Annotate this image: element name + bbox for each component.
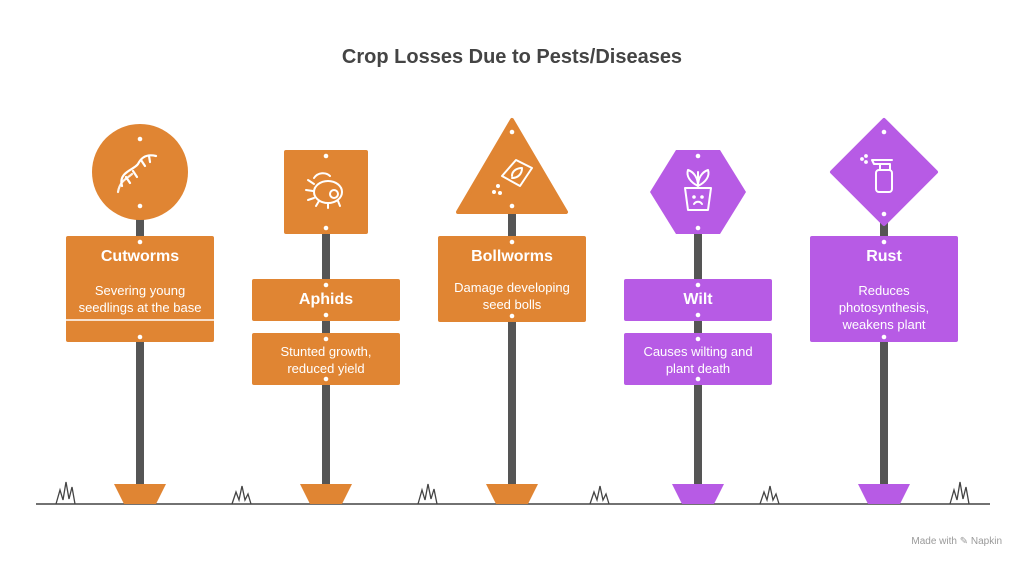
sign-shape-cutworms: [92, 124, 188, 220]
base-wilt: [672, 484, 724, 504]
pole-rust: [880, 220, 888, 496]
bolt-aphids-top: [323, 153, 329, 159]
bolt-aphids-bottom: [323, 225, 329, 231]
base-cutworms: [114, 484, 166, 504]
sign-label-bollworms: Bollworms: [471, 248, 553, 265]
worm-icon: [116, 154, 158, 194]
board-bollworms: [438, 236, 586, 322]
sign-shape-wilt: [650, 150, 746, 234]
grass-tufts: [55, 481, 970, 505]
sign-label-cutworms: Cutworms: [100, 248, 180, 265]
sign-shape-rust: [830, 118, 938, 226]
base-bollworms: [486, 484, 538, 504]
bolt-board-bollworms-bottom: [509, 313, 515, 319]
bolt-bollworms-top: [509, 129, 515, 135]
bolt-board-bollworms-top: [509, 239, 515, 245]
board-wilt-top: [624, 279, 772, 321]
sign-label-wilt: Wilt: [683, 291, 713, 308]
bolt-wilt-bottom: [695, 225, 701, 231]
bolt-cutworms-top: [137, 136, 143, 142]
board-cutworms: [66, 236, 214, 342]
board-aphids-bottom: [252, 333, 400, 385]
bolt-rust-bottom: [881, 211, 887, 217]
board-rust: [810, 236, 958, 342]
sign-desc-cutworms: Severing young seedlings at the base: [78, 283, 202, 315]
bolt-board-aphids-4: [323, 376, 329, 382]
bolt-board-aphids-2: [323, 312, 329, 318]
base-aphids: [300, 484, 352, 504]
sign-desc-bollworms: Damage developing seed bolls: [454, 280, 570, 312]
bolt-wilt-top: [695, 153, 701, 159]
sign-shape-aphids: [284, 150, 368, 234]
bolt-board-cutworms-bottom: [137, 334, 143, 340]
bolt-board-wilt-1: [695, 282, 701, 288]
base-rust: [858, 484, 910, 504]
aphid-icon: [305, 172, 343, 209]
spray-bottle-icon: [860, 154, 893, 193]
pole-bollworms: [508, 210, 516, 496]
bolt-board-wilt-4: [695, 376, 701, 382]
board-wilt-bottom: [624, 333, 772, 385]
bolt-board-wilt-3: [695, 336, 701, 342]
bolt-board-rust-bottom: [881, 334, 887, 340]
sign-desc-wilt: Causes wilting and plant death: [643, 344, 753, 376]
board-aphids-top: [252, 279, 400, 321]
page-title: Crop Losses Due to Pests/Diseases: [341, 46, 683, 68]
pole-cutworms: [136, 210, 144, 496]
bolt-board-wilt-2: [695, 312, 701, 318]
bolt-board-aphids-3: [323, 336, 329, 342]
bolt-board-rust-top: [881, 239, 887, 245]
wilted-plant-icon: [684, 169, 712, 211]
sign-desc-aphids: Stunted growth, reduced yield: [280, 344, 372, 376]
seed-bag-icon: [492, 159, 533, 195]
sign-desc-rust: Reduces photosynthesis, weakens plant: [838, 283, 930, 332]
bolt-board-cutworms-top: [137, 239, 143, 245]
sign-label-aphids: Aphids: [298, 291, 354, 308]
bolt-rust-top: [881, 129, 887, 135]
bolt-board-aphids-1: [323, 282, 329, 288]
bolt-bollworms-bottom: [509, 203, 515, 209]
napkin-watermark: Made with ✎ Napkin: [911, 536, 1002, 547]
sign-label-rust: Rust: [866, 248, 902, 265]
bolt-cutworms-bottom: [137, 203, 143, 209]
